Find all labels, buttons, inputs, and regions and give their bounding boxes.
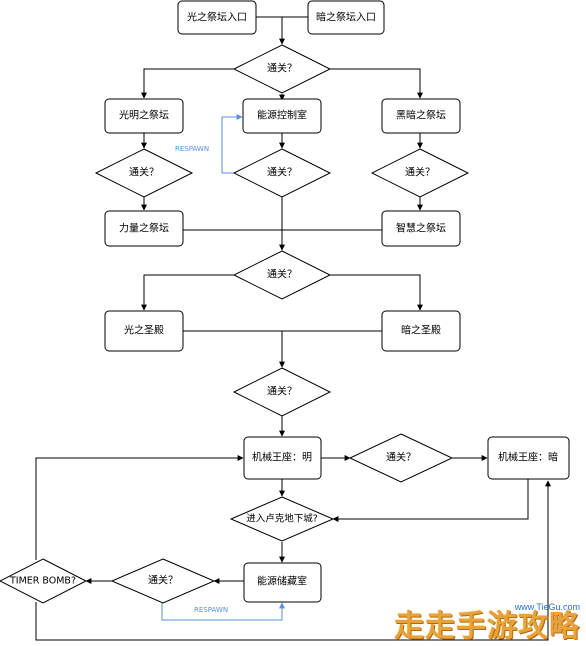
node-wisdom-altar: 智慧之祭坛 — [396, 222, 446, 235]
decision-clear-2: 通关？ — [267, 268, 297, 281]
edge-clear1-to-light-altar — [141, 68, 234, 99]
respawn-loops — [161, 114, 285, 621]
decision-clear-1: 通关？ — [267, 62, 297, 75]
respawn-label-top: RESPAWN — [175, 145, 209, 153]
node-power-altar-box[interactable] — [104, 210, 184, 247]
watermark: www.TieGu.com 走走手游攻略 — [394, 602, 580, 642]
decision-clear-storage-shape[interactable] — [110, 558, 216, 604]
node-wisdom-altar-box[interactable] — [381, 210, 461, 247]
edge-clear1-to-dark-altar — [330, 68, 423, 99]
decision-enter-city: 进入卢克地下城? — [246, 513, 318, 525]
edge-respawn-energy — [221, 114, 243, 174]
decision-clear-2-shape[interactable] — [232, 250, 332, 300]
decision-clear-throne-shape[interactable] — [348, 433, 454, 483]
node-throne-light: 机械王座：明 — [252, 451, 312, 464]
node-light-altar-box[interactable] — [104, 98, 184, 134]
decision-clear-storage: 通关？ — [148, 574, 178, 587]
node-timer-bomb: TIMER BOMB? — [9, 576, 76, 587]
decision-clear-3-shape[interactable] — [232, 367, 332, 417]
decision-timer-bomb-shape[interactable] — [0, 558, 88, 604]
node-dark-entrance-box[interactable] — [307, 0, 385, 35]
decision-clear-dark: 通关？ — [405, 166, 435, 179]
decision-clear-3: 通关？ — [267, 385, 297, 398]
node-storage-box[interactable] — [243, 562, 322, 603]
decision-diamonds — [0, 44, 470, 604]
edge-clear2-to-light-temple — [141, 274, 234, 311]
edge-timer-to-dark-throne — [35, 480, 551, 641]
node-power-altar: 力量之祭坛 — [119, 222, 169, 235]
connectors — [35, 16, 551, 641]
decision-clear-light: 通关？ — [129, 166, 159, 179]
node-light-temple: 光之圣殿 — [124, 324, 164, 337]
node-dark-altar-box[interactable] — [381, 98, 461, 134]
decision-clear-energy: 通关？ — [267, 166, 297, 179]
node-light-temple-box[interactable] — [104, 310, 184, 352]
node-throne-dark: 机械王座：暗 — [498, 451, 558, 464]
decision-enter-city-shape[interactable] — [229, 496, 335, 542]
decision-clear-light-shape[interactable] — [94, 148, 194, 198]
watermark-logo: 走走手游攻略 — [394, 609, 580, 644]
node-dark-altar: 黑暗之祭坛 — [396, 109, 446, 122]
edge-clear2-to-dark-temple — [330, 274, 423, 311]
node-energy-room: 能源控制室 — [257, 109, 307, 122]
node-light-entrance: 光之祭坛入口 — [187, 11, 247, 24]
respawn-label-bottom: RESPAWN — [194, 606, 228, 614]
edge-timer-to-throne — [35, 455, 244, 560]
node-throne-dark-box[interactable] — [487, 436, 570, 480]
edge-dark-throne-to-enter — [332, 479, 529, 522]
decision-clear-dark-shape[interactable] — [370, 148, 470, 198]
edge-respawn-storage — [161, 602, 285, 621]
node-light-altar: 光明之祭坛 — [119, 109, 169, 122]
node-energy-storage: 能源储藏室 — [257, 575, 307, 588]
decision-clear-1-shape[interactable] — [232, 44, 332, 94]
process-boxes — [104, 0, 570, 603]
node-dark-temple: 暗之圣殿 — [401, 324, 441, 337]
decision-clear-throne: 通关？ — [386, 451, 416, 464]
node-energy-room-box[interactable] — [242, 98, 322, 134]
node-labels: 光之祭坛入口 暗之祭坛入口 光明之祭坛 能源控制室 黑暗之祭坛 力量之祭坛 智慧… — [9, 11, 558, 588]
watermark-url: www.TieGu.com — [514, 602, 580, 612]
decision-labels: 通关？ 通关？ 通关？ 通关？ 通关？ 通关？ 通关？ 进入卢克地下城? 通关？ — [129, 62, 435, 587]
node-dark-entrance: 暗之祭坛入口 — [316, 11, 376, 24]
node-light-entrance-box[interactable] — [177, 0, 257, 35]
node-throne-light-box[interactable] — [243, 436, 322, 480]
node-dark-temple-box[interactable] — [381, 310, 461, 352]
decision-clear-energy-shape[interactable] — [232, 148, 332, 198]
